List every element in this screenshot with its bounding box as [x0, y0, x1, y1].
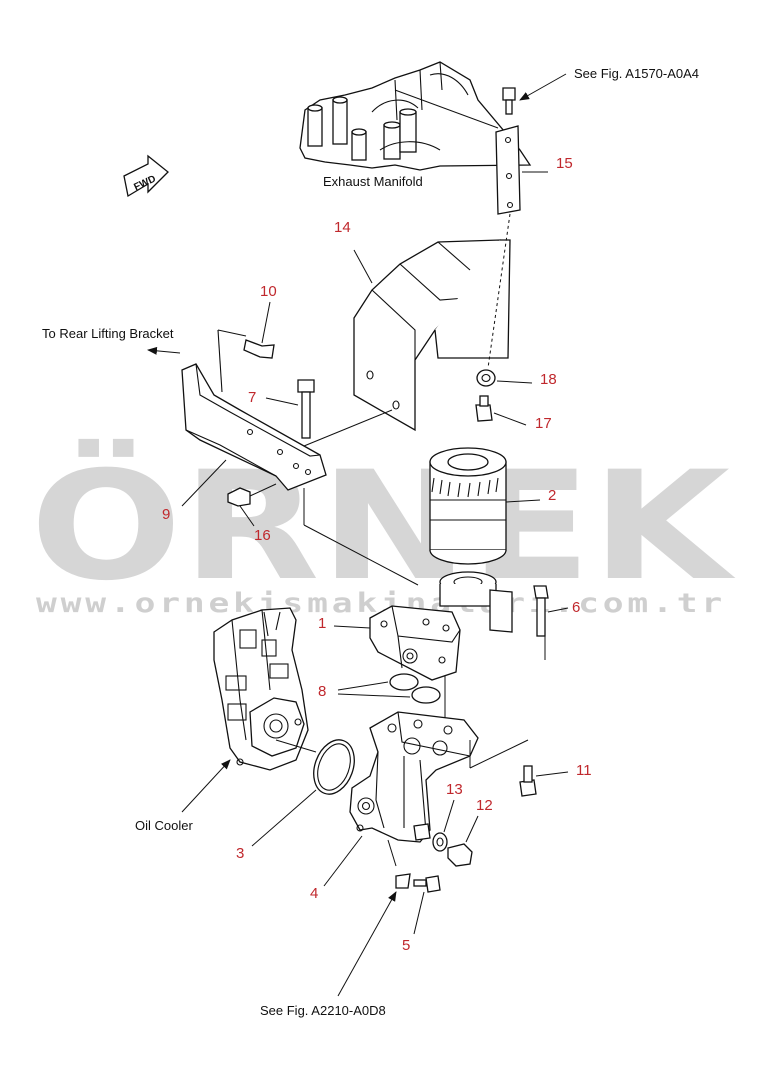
callout-11: 11	[576, 762, 592, 779]
callout-12: 12	[476, 797, 493, 814]
callout-10: 10	[260, 283, 277, 300]
part-18-nut	[476, 369, 533, 387]
watermark-brand: ÖRNEK	[30, 438, 736, 614]
callout-18: 18	[540, 371, 557, 388]
oil-cooler-drawing	[213, 607, 317, 771]
oil-cooler-label: Oil Cooler	[135, 818, 193, 833]
callout-2: 2	[548, 487, 556, 504]
part-16-bolt	[227, 483, 277, 527]
callout-14: 14	[334, 219, 351, 236]
part-8-o-rings	[337, 673, 441, 704]
part-15-strap	[495, 125, 548, 215]
part-7-bolt	[265, 379, 315, 439]
exhaust-manifold-drawing	[299, 61, 532, 171]
reference-top: See Fig. A1570-A0A4	[574, 66, 699, 81]
bolt-top	[502, 87, 516, 115]
callout-7: 7	[248, 389, 256, 406]
exhaust-manifold-label: Exhaust Manifold	[323, 174, 423, 189]
part-9-bracket	[181, 329, 419, 586]
part-17-bolt	[475, 395, 527, 426]
part-10-bolt	[243, 301, 275, 359]
callout-15: 15	[556, 155, 573, 172]
part-12-plug	[447, 815, 479, 867]
part-13-washer	[432, 799, 455, 852]
part-6-bolt	[533, 585, 569, 660]
callout-3: 3	[236, 845, 244, 862]
callout-13: 13	[446, 781, 463, 798]
part-2-oil-filter	[429, 447, 541, 565]
callout-4: 4	[310, 885, 318, 902]
part-3-gasket	[251, 739, 355, 847]
part-11-bolt	[519, 765, 569, 797]
reference-bottom: See Fig. A2210-A0D8	[260, 1003, 386, 1018]
callout-16: 16	[254, 527, 271, 544]
callout-1: 1	[318, 615, 326, 632]
callout-6: 6	[572, 599, 580, 616]
callout-5: 5	[402, 937, 410, 954]
callout-8: 8	[318, 683, 326, 700]
part-5-bolts	[395, 873, 441, 935]
part-14-heat-shield	[353, 213, 511, 432]
callout-9: 9	[162, 506, 170, 523]
watermark: ÖRNEK www.ornekismakinalari.com.tr	[30, 438, 736, 619]
callout-17: 17	[535, 415, 552, 432]
rear-lifting-bracket-label: To Rear Lifting Bracket	[42, 326, 174, 341]
part-1-filter-head	[333, 571, 513, 730]
part-4-adapter	[323, 711, 529, 887]
fwd-arrow-icon: FWD	[123, 154, 169, 198]
